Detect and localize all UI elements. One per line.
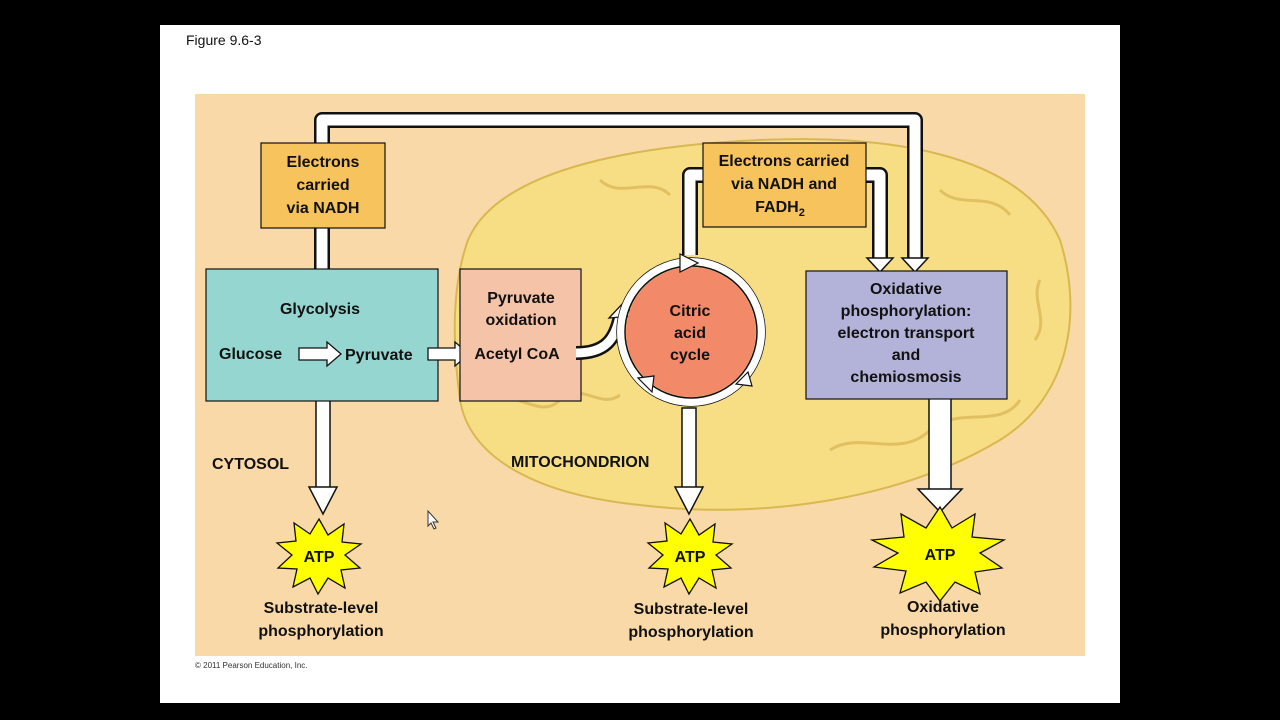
glucose-to-pyruvate-arrow <box>298 340 342 368</box>
output-label-2: Substrate-level phosphorylation <box>628 601 753 641</box>
svg-text:Pyruvate: Pyruvate <box>345 347 413 364</box>
mouse-cursor-icon <box>427 509 440 530</box>
svg-text:FADH2: FADH2 <box>755 199 805 219</box>
pyruvate-oxidation-box: Pyruvate oxidation Acetyl CoA <box>459 268 582 402</box>
figure-label: Figure 9.6-3 <box>186 32 262 48</box>
atp-burst-substrate-2: ATP <box>646 517 734 596</box>
svg-text:ATP: ATP <box>925 547 956 564</box>
svg-text:phosphorylation:: phosphorylation: <box>841 303 972 320</box>
svg-text:phosphorylation: phosphorylation <box>628 624 753 641</box>
glycolysis-box: Glycolysis Glucose Pyruvate <box>205 268 439 402</box>
electrons-nadh-fadh2-box: Electrons carried via NADH and FADH2 <box>702 142 867 228</box>
cycle-arrowhead-left <box>636 375 655 394</box>
svg-text:via NADH: via NADH <box>287 200 360 217</box>
svg-text:oxidation: oxidation <box>485 312 556 329</box>
svg-text:Glycolysis: Glycolysis <box>280 301 360 318</box>
output-label-1: Substrate-level phosphorylation <box>258 600 383 640</box>
svg-text:Glucose: Glucose <box>219 346 282 363</box>
svg-text:Electrons: Electrons <box>287 154 360 171</box>
oxidative-phosphorylation-box: Oxidative phosphorylation: electron tran… <box>805 270 1008 400</box>
svg-text:Oxidative: Oxidative <box>870 281 942 298</box>
svg-text:Pyruvate: Pyruvate <box>487 290 555 307</box>
svg-text:electron transport: electron transport <box>838 325 976 342</box>
svg-text:Electrons carried: Electrons carried <box>719 153 850 170</box>
svg-text:Oxidative: Oxidative <box>907 599 979 616</box>
svg-text:Citric: Citric <box>670 303 711 320</box>
glycolysis-atp-arrow <box>307 399 339 516</box>
cycle-atp-arrow <box>673 407 705 516</box>
svg-text:ATP: ATP <box>675 549 706 566</box>
cytosol-label: CYTOSOL <box>212 456 289 473</box>
svg-text:phosphorylation: phosphorylation <box>880 622 1005 639</box>
svg-text:Acetyl CoA: Acetyl CoA <box>474 346 560 363</box>
oxphos-atp-arrow <box>916 397 964 514</box>
svg-text:Substrate-level: Substrate-level <box>264 600 379 617</box>
cycle-arrowhead-top <box>679 253 700 273</box>
citric-acid-cycle: Citric acid cycle <box>616 253 766 407</box>
svg-text:Substrate-level: Substrate-level <box>634 601 749 618</box>
output-label-3: Oxidative phosphorylation <box>880 599 1005 639</box>
atp-burst-substrate-1: ATP <box>275 517 363 596</box>
svg-text:acid: acid <box>674 325 706 342</box>
atp-burst-oxidative: ATP <box>869 505 1007 603</box>
svg-text:chemiosmosis: chemiosmosis <box>850 369 961 386</box>
electrons-nadh-box: Electrons carried via NADH <box>260 142 386 229</box>
svg-text:phosphorylation: phosphorylation <box>258 623 383 640</box>
svg-text:cycle: cycle <box>670 347 710 364</box>
svg-text:ATP: ATP <box>304 549 335 566</box>
copyright: © 2011 Pearson Education, Inc. <box>195 661 308 670</box>
svg-text:and: and <box>892 347 920 364</box>
cycle-arrowhead-right <box>734 370 753 387</box>
mitochondrion-label: MITOCHONDRION <box>511 454 649 471</box>
svg-text:via NADH and: via NADH and <box>731 176 837 193</box>
svg-text:carried: carried <box>296 177 349 194</box>
